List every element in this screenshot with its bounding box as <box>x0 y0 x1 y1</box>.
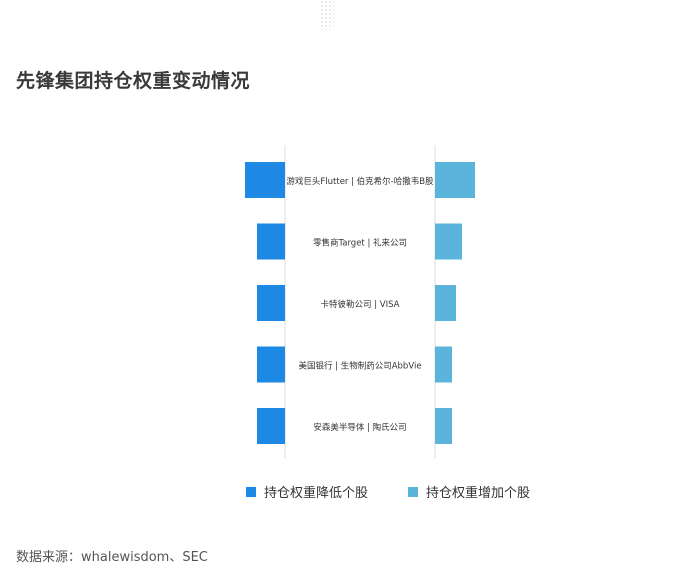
category-label: 卡特彼勒公司 | VISA <box>321 299 400 310</box>
category-label: 游戏巨头Flutter | 伯克希尔-哈撒韦B股 <box>286 176 434 187</box>
category-label: 零售商Target | 礼来公司 <box>313 238 407 249</box>
bar-increase <box>435 223 462 260</box>
legend-label-decrease: 持仓权重降低个股 <box>264 486 369 501</box>
page-title: 先锋集团持仓权重变动情况 <box>16 70 251 92</box>
bar-increase <box>435 408 452 444</box>
data-source-note: 数据来源：whalewisdom、SEC <box>16 550 208 565</box>
bar-decrease <box>245 162 285 198</box>
legend-item-decrease: 持仓权重降低个股 <box>246 482 368 501</box>
legend-swatch-increase <box>408 486 419 497</box>
chart-legend: 持仓权重降低个股 持仓权重增加个股 <box>246 482 530 501</box>
legend-label-increase: 持仓权重增加个股 <box>426 486 531 501</box>
bar-increase <box>435 285 456 321</box>
legend-item-increase: 持仓权重增加个股 <box>408 482 530 501</box>
category-label: 美国银行 | 生物制药公司AbbVie <box>298 361 421 372</box>
bar-decrease <box>257 346 285 383</box>
bar-decrease <box>257 285 285 321</box>
category-label: 安森美半导体 | 陶氏公司 <box>313 422 406 433</box>
bar-decrease <box>257 408 285 444</box>
legend-swatch-decrease <box>246 486 256 497</box>
decorative-dots <box>320 0 334 30</box>
bar-decrease <box>257 223 285 260</box>
bar-increase <box>435 162 475 198</box>
bar-increase <box>435 346 452 383</box>
